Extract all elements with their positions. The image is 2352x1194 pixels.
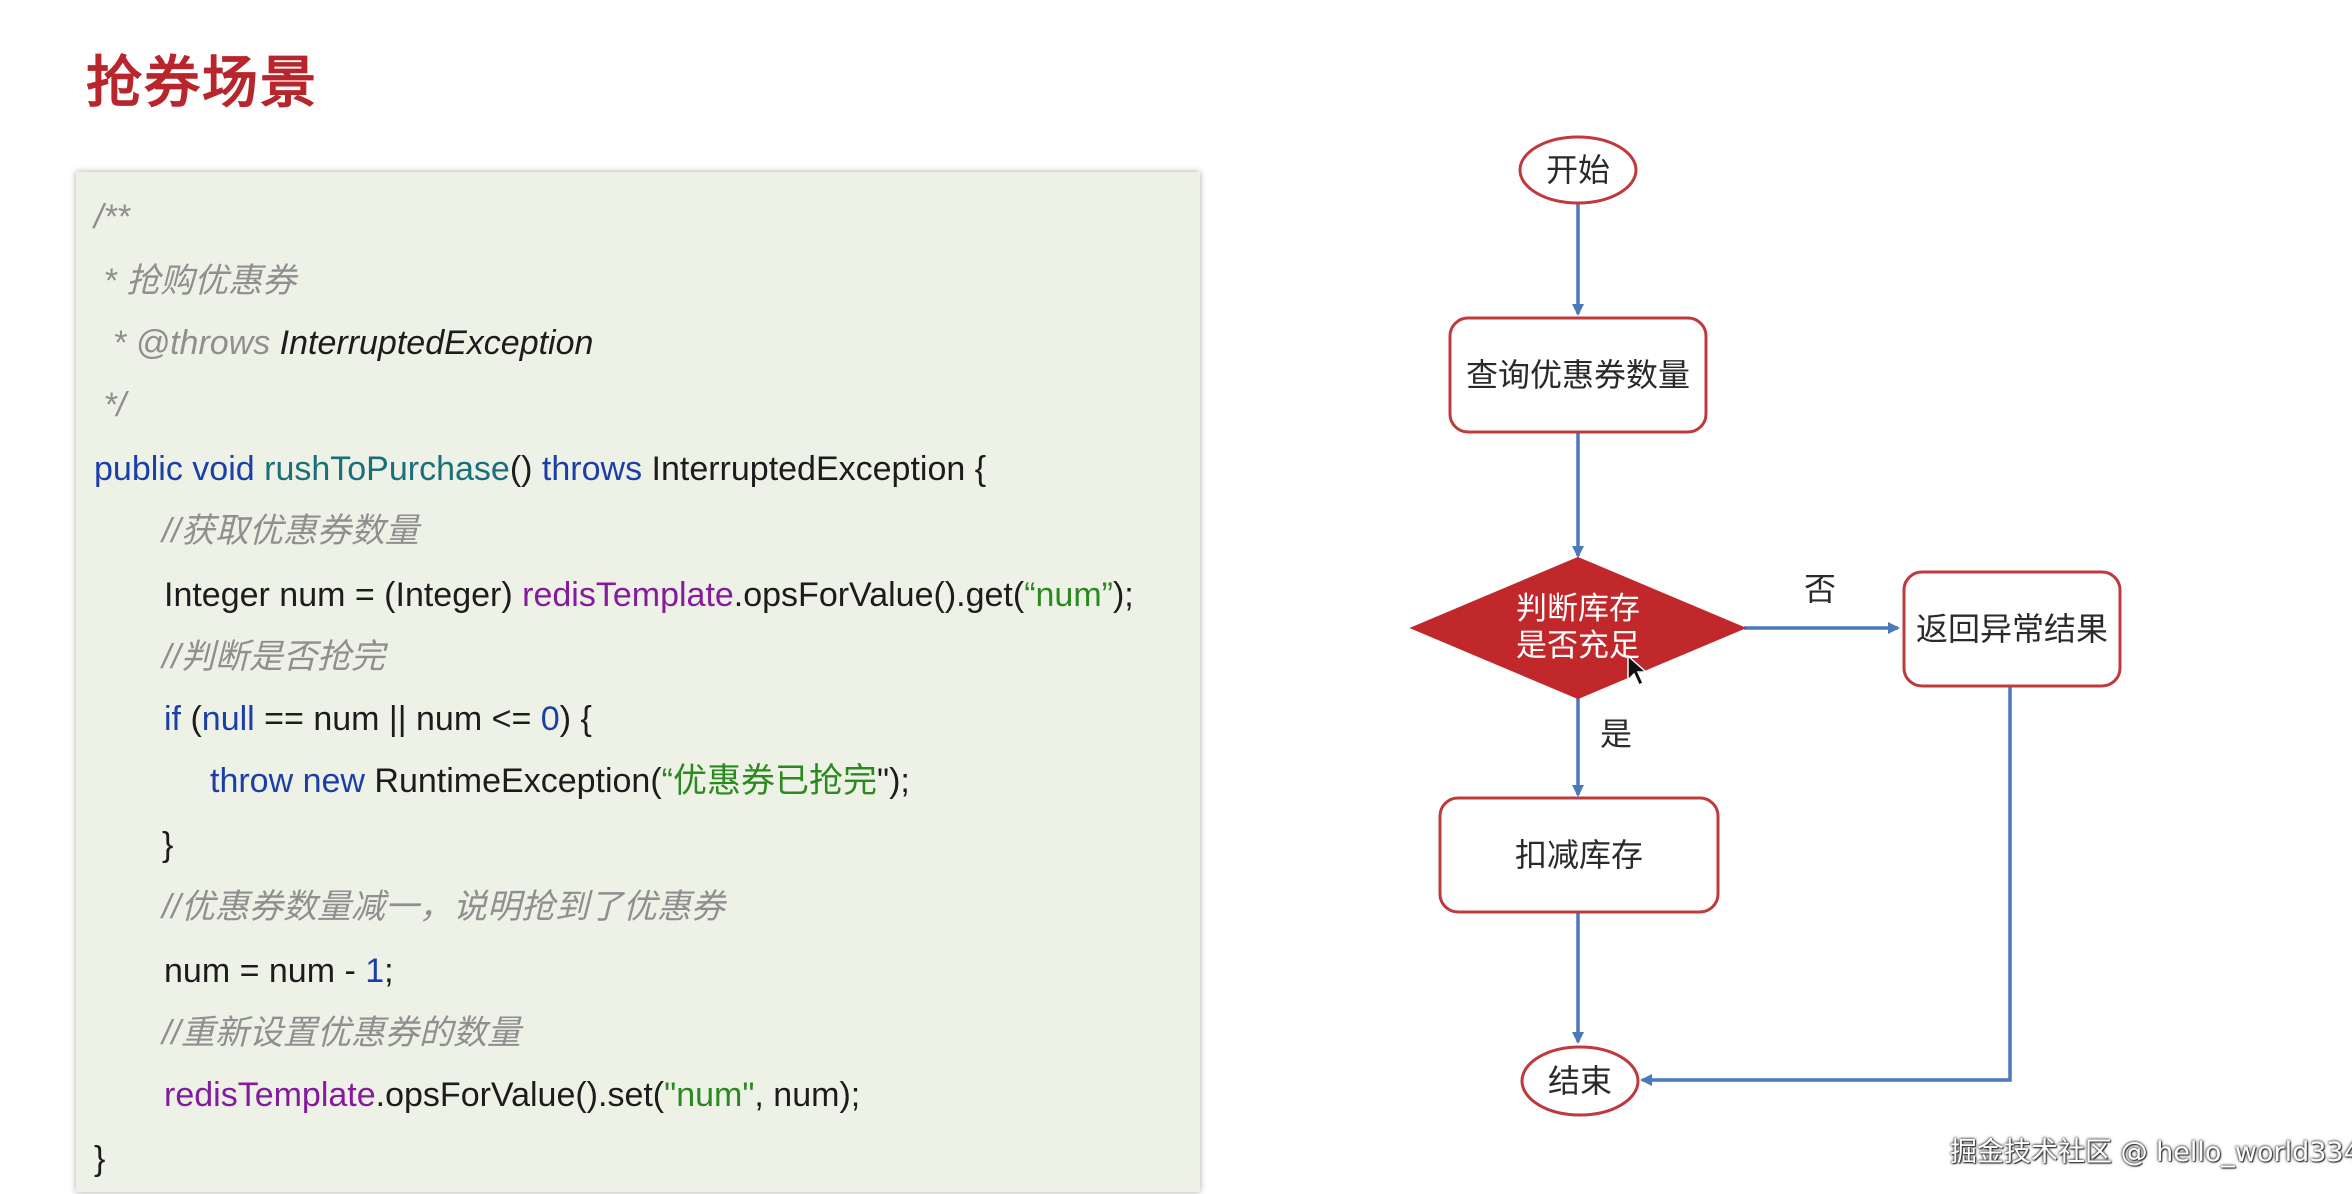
keyword-null: null: [201, 700, 255, 738]
code-if-close: }: [162, 826, 174, 864]
code-get-num-field: redisTemplate: [522, 576, 734, 614]
code-decrement: num = num - 1;: [164, 948, 394, 994]
code-block: /** * 抢购优惠券 * @throws InterruptedExcepti…: [76, 172, 1200, 1192]
keyword-void: void: [192, 450, 255, 488]
error-node: [1902, 570, 2122, 688]
decision-node-label-line1: 判断库存: [1516, 591, 1640, 627]
code-get-num-end: );: [1112, 576, 1134, 614]
doc-throws-type: InterruptedException: [279, 324, 594, 362]
number-one: 1: [365, 952, 385, 990]
method-name: rushToPurchase: [264, 450, 510, 488]
error-node-label: 返回异常结果: [1916, 610, 2108, 648]
query-node-label: 查询优惠券数量: [1466, 356, 1690, 394]
query-node: [1448, 316, 1708, 434]
code-set-num: redisTemplate.opsForValue().set("num", n…: [164, 1072, 860, 1118]
decision-node-label-line2: 是否充足: [1516, 628, 1640, 664]
code-throw-end: ");: [877, 762, 910, 800]
code-if-end: ) {: [559, 700, 592, 738]
deduct-node-label: 扣减库存: [1515, 836, 1643, 874]
doc-comment-close: */: [94, 386, 127, 424]
code-get-num: Integer num = (Integer) redisTemplate.op…: [164, 572, 1134, 618]
code-get-num-type: Integer num = (Integer): [164, 576, 523, 614]
code-get-num-string: “num”: [1024, 576, 1113, 614]
no-edge-label: 否: [1804, 570, 1836, 608]
watermark: 掘金技术社区 @ hello_world334: [1950, 1137, 2352, 1168]
code-set-num-call: .opsForValue().set(: [375, 1076, 665, 1114]
code-decrement-end: ;: [384, 952, 394, 990]
comment-decrement: //优惠券数量减一，说明抢到了优惠券: [162, 888, 725, 926]
number-zero: 0: [540, 700, 560, 738]
end-node-label: 结束: [1548, 1062, 1612, 1100]
code-throw: throw new RuntimeException(“优惠券已抢完");: [210, 758, 910, 804]
code-if-check: if (null == num || num <= 0) {: [164, 696, 592, 742]
doc-throws-tag: * @throws: [94, 324, 280, 362]
keyword-if: if: [164, 700, 181, 738]
end-node: [1520, 1045, 1640, 1117]
comment-check-empty: //判断是否抢完: [162, 638, 385, 676]
keyword-public: public: [94, 450, 183, 488]
code-set-num-end: , num);: [754, 1076, 861, 1114]
start-node: [1518, 135, 1638, 205]
code-set-num-field: redisTemplate: [164, 1076, 376, 1114]
code-throw-exc: RuntimeException(: [374, 762, 662, 800]
decision-node: [1409, 556, 1747, 700]
doc-comment-open: /**: [94, 198, 130, 236]
exception-type: InterruptedException {: [651, 450, 987, 488]
deduct-node: [1438, 796, 1720, 914]
code-set-num-string: "num": [664, 1076, 755, 1114]
code-method-close: }: [94, 1140, 106, 1178]
keyword-new: new: [302, 762, 365, 800]
method-parens: (): [509, 450, 533, 488]
mouse-cursor-icon: [1627, 654, 1648, 687]
code-if-mid: == num || num <=: [254, 700, 541, 738]
edge-error-to-end: [1640, 686, 2012, 1086]
code-if-open: (: [181, 700, 202, 738]
yes-edge-label: 是: [1600, 715, 1632, 753]
start-node-label: 开始: [1546, 151, 1610, 189]
comment-get-count: //获取优惠券数量: [162, 512, 419, 550]
code-decrement-a: num = num -: [164, 952, 366, 990]
comment-reset: //重新设置优惠券的数量: [162, 1014, 521, 1052]
keyword-throws: throws: [541, 450, 643, 488]
code-throw-string: “优惠券已抢完: [661, 762, 877, 800]
keyword-throw: throw: [210, 762, 294, 800]
doc-comment-throws: * @throws InterruptedException: [94, 320, 594, 366]
doc-comment-desc: * 抢购优惠券: [94, 262, 297, 300]
method-signature: public void rushToPurchase() throws Inte…: [94, 446, 986, 492]
code-get-num-call: .opsForValue().get(: [733, 576, 1025, 614]
page-title: 抢券场景: [86, 51, 318, 116]
